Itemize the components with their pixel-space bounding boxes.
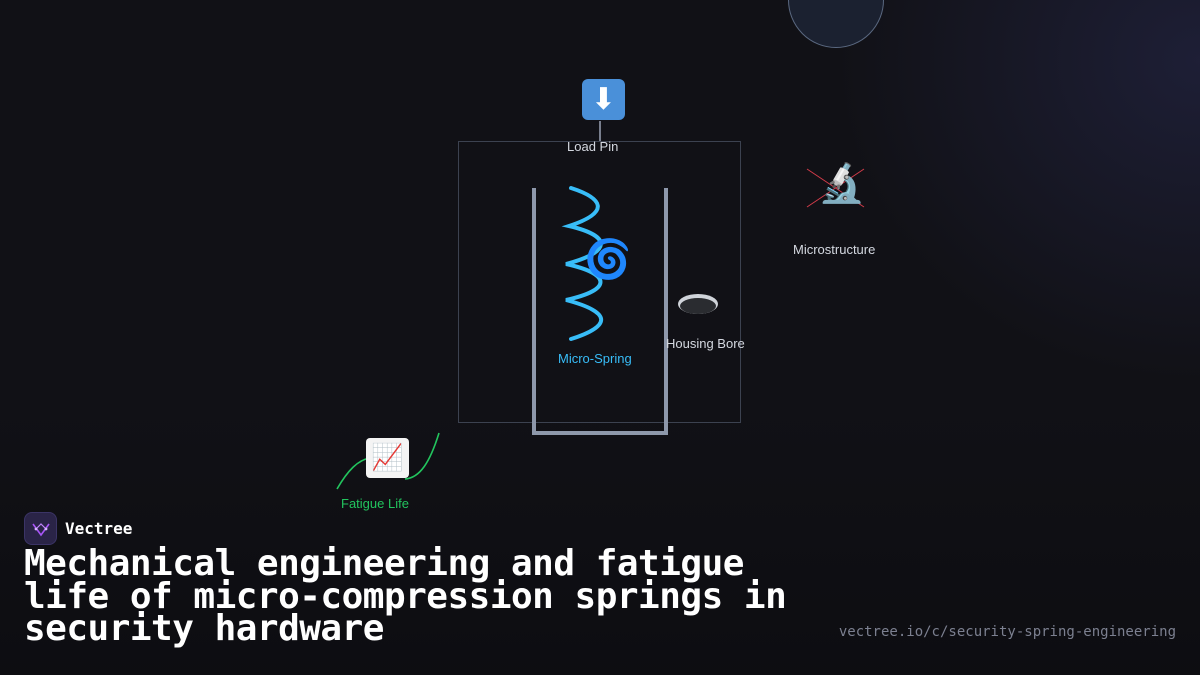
- housing-bore-walls: [532, 188, 668, 435]
- ring-icon: [678, 294, 718, 314]
- brand: Vectree: [24, 512, 132, 545]
- fatigue-life-label: Fatigue Life: [341, 496, 409, 511]
- crosshair-line-b: [806, 168, 865, 208]
- down-arrow-icon: ⬇: [582, 79, 625, 120]
- housing-bore-label: Housing Bore: [666, 336, 745, 351]
- fatigue-curve-right: [404, 432, 440, 480]
- page-title: Mechanical engineering and fatigue life …: [24, 543, 787, 649]
- micro-spring-label: Micro-Spring: [558, 351, 632, 366]
- microscope-icon: 🔬: [818, 161, 866, 205]
- chart-up-icon: 📈: [366, 438, 409, 478]
- housing-frame: [458, 141, 741, 423]
- microstructure-label: Microstructure: [793, 242, 876, 257]
- source-url[interactable]: vectree.io/c/security-spring-engineering: [838, 624, 1176, 640]
- brand-logo-icon: [24, 512, 57, 545]
- spring-coil: [561, 186, 604, 341]
- load-pin-label: Load Pin: [567, 139, 619, 154]
- spiral-icon: 🌀: [584, 237, 632, 281]
- brand-name: Vectree: [65, 519, 133, 538]
